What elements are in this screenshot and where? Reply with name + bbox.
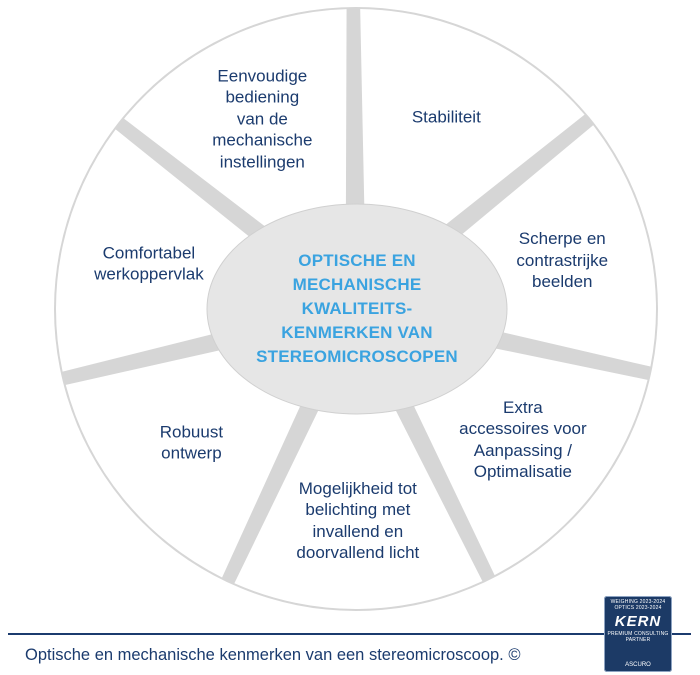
- wheel-segments: [56, 9, 656, 609]
- badge-line-weighing: WEIGHING 2023-2024: [610, 599, 666, 605]
- wheel-segment: [360, 9, 585, 240]
- badge-line-optics: OPTICS 2023-2024: [614, 605, 662, 611]
- wheel-segment: [124, 9, 347, 241]
- segment-label: Scherpe en contrastrijke beelden: [516, 228, 609, 291]
- kern-logo: KERN: [614, 613, 662, 630]
- badge-line-partner: PARTNER: [625, 637, 651, 643]
- figure-caption: Optische en mechanische kenmerken van ee…: [25, 646, 521, 664]
- segment-label: Eenvoudige bediening van de mechanische …: [212, 66, 313, 172]
- segment-label: Robuust ontwerp: [159, 422, 224, 463]
- badge-line-premium: PREMIUM CONSULTING: [607, 631, 669, 637]
- segment-label: Stabiliteit: [411, 107, 481, 127]
- segment-wheel: [54, 7, 658, 611]
- segment-label: Extra accessoires voor Aanpassing / Opti…: [459, 397, 587, 482]
- center-title: OPTISCHE EN MECHANISCHE KWALITEITS- KENM…: [256, 251, 458, 366]
- kern-partner-badge: WEIGHING 2023-2024 OPTICS 2023-2024 KERN…: [604, 596, 672, 672]
- center-hub: [206, 203, 508, 415]
- wheel-segment: [234, 402, 483, 609]
- wheel-segment: [65, 340, 306, 578]
- badge-line-ascuro: ASCURO: [625, 662, 651, 668]
- divider: [8, 633, 691, 635]
- wheel-segment: [408, 339, 648, 576]
- segment-label: Comfortabel werkoppervlak: [94, 243, 204, 284]
- segment-label: Mogelijkheid tot belichting met invallen…: [296, 478, 420, 563]
